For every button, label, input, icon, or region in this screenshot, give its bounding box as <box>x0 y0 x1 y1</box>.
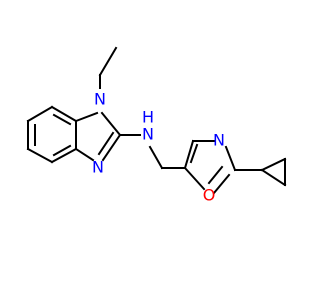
bond <box>100 111 122 137</box>
oxygen-atom-label: O <box>203 186 216 205</box>
bond <box>224 145 237 172</box>
bond <box>189 143 199 164</box>
nitrogen-atom-label: N <box>92 158 104 177</box>
bond <box>183 139 195 170</box>
bond <box>74 111 99 123</box>
bond <box>183 166 206 191</box>
bond <box>50 147 78 164</box>
bond <box>50 105 78 123</box>
bond <box>52 113 72 126</box>
bond <box>212 173 231 195</box>
nitrogen-atom-label: N <box>94 90 106 109</box>
atom-labels: N N N H N O <box>92 90 225 205</box>
structure-canvas: N N N H N O <box>26 46 287 205</box>
bonds <box>26 46 287 195</box>
nitrogen-atom-label: N <box>142 125 154 144</box>
hydrogen-atom-label: H <box>142 108 154 127</box>
nitrogen-atom-label: N <box>213 131 225 150</box>
bond <box>260 157 287 172</box>
bond <box>97 131 115 156</box>
bond <box>260 168 287 187</box>
bond <box>207 165 224 185</box>
bond <box>26 105 54 123</box>
bond <box>52 144 72 157</box>
bond <box>74 147 95 162</box>
bond <box>148 145 164 170</box>
bond <box>26 147 54 164</box>
molecule-structure: N N N H N O <box>26 46 287 205</box>
bond <box>101 133 122 162</box>
bond <box>98 46 118 77</box>
